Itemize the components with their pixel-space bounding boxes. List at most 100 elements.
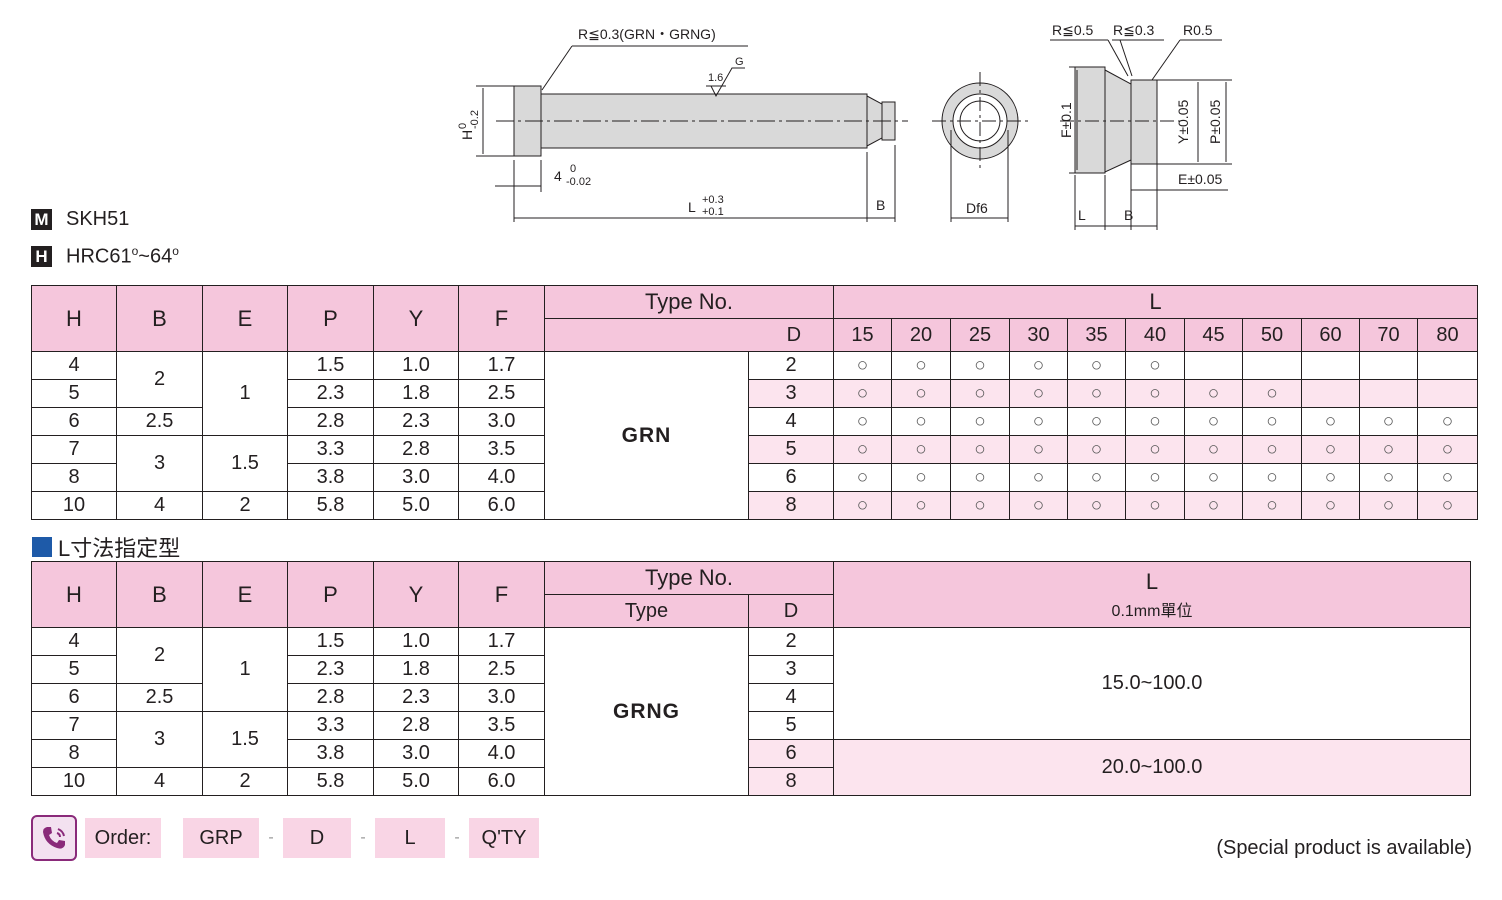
availability-mark — [1301, 351, 1361, 380]
availability-mark: ○ — [1067, 491, 1127, 520]
cell-f: 2.5 — [458, 379, 545, 408]
availability-mark: ○ — [1067, 407, 1127, 436]
availability-mark — [1184, 351, 1244, 380]
col-p-header: P — [287, 561, 374, 628]
order-code-grp: GRP — [183, 818, 259, 858]
availability-mark: ○ — [1009, 407, 1069, 436]
availability-mark: ○ — [833, 463, 893, 492]
availability-mark: ○ — [1301, 407, 1361, 436]
col-y-header: Y — [373, 561, 459, 628]
svg-text:H: H — [459, 130, 475, 140]
cell-y: 2.8 — [373, 711, 459, 740]
availability-mark: ○ — [1184, 379, 1244, 408]
cell-h: 7 — [31, 435, 117, 464]
availability-mark: ○ — [891, 351, 952, 380]
svg-text:R≦0.5: R≦0.5 — [1052, 22, 1094, 38]
cell-y: 1.0 — [373, 351, 459, 380]
availability-mark: ○ — [950, 491, 1011, 520]
front-radius-note: R≦0.3(GRN・GRNG) — [578, 26, 716, 42]
col-b-header: B — [116, 285, 203, 352]
availability-mark: ○ — [1242, 379, 1303, 408]
availability-mark: ○ — [1301, 491, 1361, 520]
l-value-header: 50 — [1242, 318, 1303, 352]
col-p-header: P — [287, 285, 374, 352]
cell-y: 2.8 — [373, 435, 459, 464]
cell-p: 3.3 — [287, 711, 374, 740]
cell-d: 4 — [747, 683, 835, 712]
availability-mark: ○ — [1067, 379, 1127, 408]
l-value-header: 40 — [1125, 318, 1186, 352]
cell-y: 3.0 — [373, 739, 459, 768]
svg-text:R≦0.3: R≦0.3 — [1113, 22, 1155, 38]
cell-d: 3 — [747, 655, 835, 684]
cell-h: 10 — [31, 767, 117, 796]
l-value-header: 80 — [1417, 318, 1479, 352]
cell-f: 2.5 — [458, 655, 545, 684]
svg-text:+0.3: +0.3 — [702, 194, 724, 206]
availability-mark: ○ — [950, 407, 1011, 436]
cell-f: 3.5 — [458, 435, 545, 464]
cell-h: 5 — [31, 379, 117, 408]
availability-mark: ○ — [950, 435, 1011, 464]
svg-text:+0.1: +0.1 — [702, 206, 724, 218]
availability-mark: ○ — [1125, 379, 1186, 408]
availability-mark: ○ — [1125, 435, 1186, 464]
cell-b: 4 — [116, 767, 203, 796]
cell-b: 2 — [116, 351, 203, 408]
col-l-header: L 0.1mm單位 — [833, 561, 1471, 628]
cell-p: 5.8 — [287, 491, 374, 520]
cell-b: 2.5 — [116, 407, 203, 436]
svg-text:P±0.05: P±0.05 — [1207, 100, 1223, 144]
availability-mark: ○ — [833, 407, 893, 436]
availability-mark: ○ — [1184, 491, 1244, 520]
availability-mark — [1359, 379, 1419, 408]
availability-mark — [1417, 379, 1479, 408]
svg-text:F±0.1: F±0.1 — [1058, 102, 1074, 138]
type-no-header: Type No. — [543, 561, 835, 595]
cell-f: 4.0 — [458, 739, 545, 768]
cell-e: 1 — [202, 351, 288, 436]
cell-d: 8 — [747, 767, 835, 796]
availability-mark: ○ — [950, 379, 1011, 408]
availability-mark: ○ — [1242, 407, 1303, 436]
availability-mark: ○ — [891, 407, 952, 436]
col-type-header: Type — [544, 594, 749, 628]
cell-b: 2 — [116, 627, 203, 684]
cell-e: 2 — [202, 767, 288, 796]
l-unit-note: 0.1mm單位 — [1111, 602, 1193, 620]
col-d-header: D — [543, 318, 835, 352]
cell-h: 6 — [31, 683, 117, 712]
cell-e: 2 — [202, 491, 288, 520]
cell-e: 1 — [202, 627, 288, 712]
cell-h: 6 — [31, 407, 117, 436]
availability-mark: ○ — [1009, 435, 1069, 464]
cell-f: 4.0 — [458, 463, 545, 492]
availability-mark: ○ — [1242, 435, 1303, 464]
col-e-header: E — [202, 561, 288, 628]
svg-text:0: 0 — [457, 123, 469, 129]
availability-mark: ○ — [1009, 463, 1069, 492]
cell-d: 5 — [747, 711, 835, 740]
availability-mark: ○ — [1417, 435, 1479, 464]
svg-text:L: L — [1078, 207, 1086, 223]
cell-b: 4 — [116, 491, 203, 520]
col-f-header: F — [458, 285, 545, 352]
col-l-header: L — [833, 285, 1479, 319]
svg-text:0: 0 — [570, 163, 576, 175]
l-value-header: 60 — [1301, 318, 1361, 352]
cell-h: 10 — [31, 491, 117, 520]
availability-mark: ○ — [1359, 435, 1419, 464]
cell-y: 5.0 — [373, 491, 459, 520]
svg-text:-0.02: -0.02 — [566, 176, 591, 188]
availability-mark: ○ — [1067, 435, 1127, 464]
svg-text:-0.2: -0.2 — [469, 110, 481, 129]
cell-d: 6 — [747, 463, 835, 492]
